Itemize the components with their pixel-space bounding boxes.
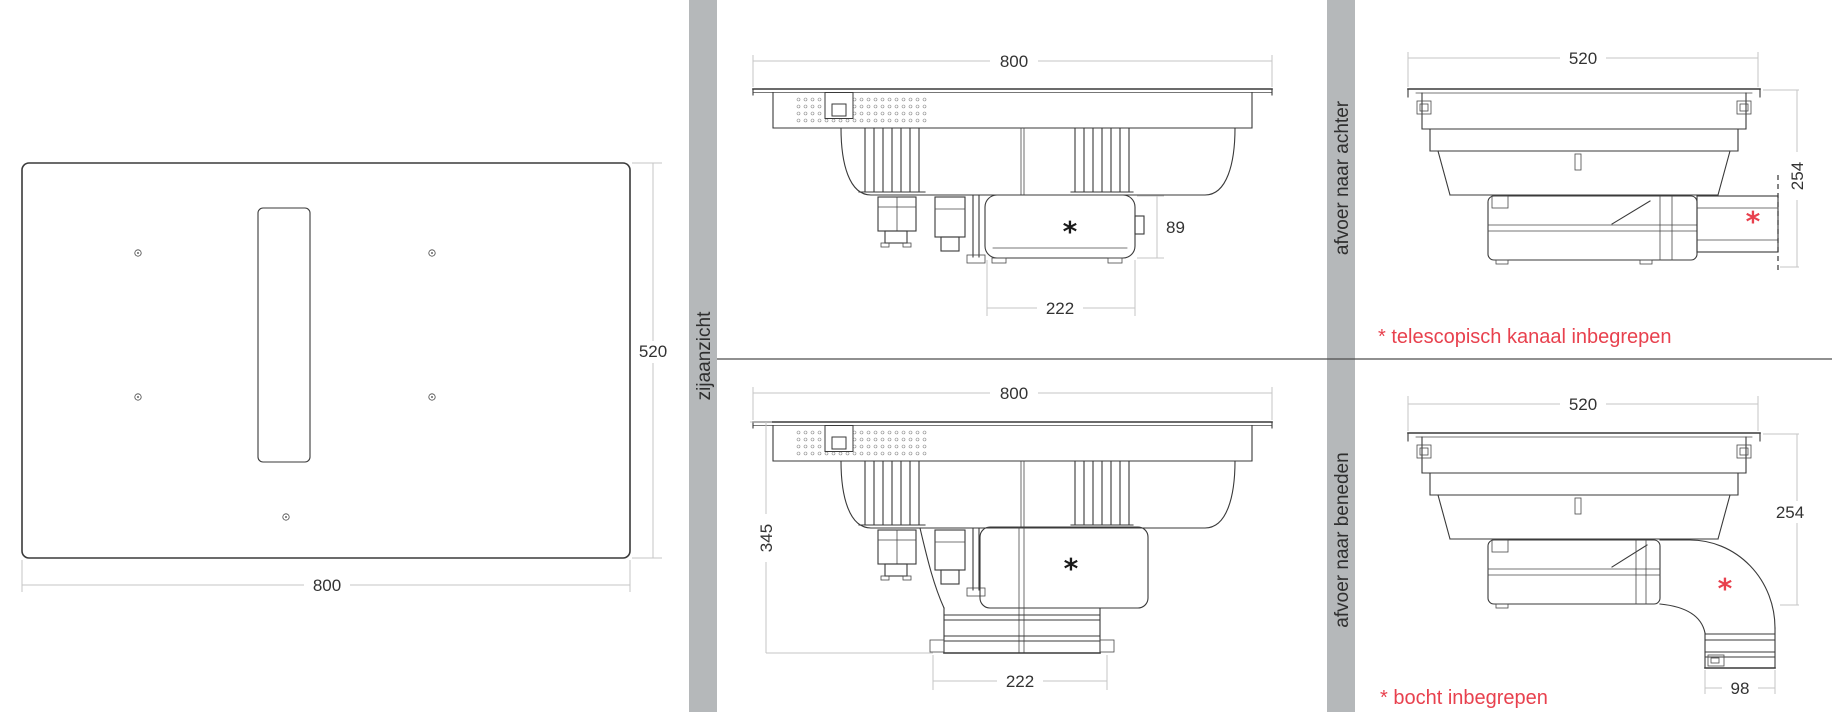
asterisk-marker: * [1064,552,1079,585]
duct-width-label: 222 [1046,299,1074,318]
section-label-down: afvoer naar beneden [1332,452,1353,627]
duct-height-label: 89 [1166,218,1185,237]
dimension-254-rear: 254 [1763,89,1809,268]
plenum-box [1487,539,1661,609]
down-width-label: 520 [1569,395,1597,414]
section-label-rear: afvoer naar achter [1332,100,1353,255]
total-height-label: 345 [757,524,776,552]
hob-side-profile [752,421,1273,597]
down-height-label: 254 [1776,503,1804,522]
plenum-box [1487,195,1698,265]
side-down-width-label: 800 [1000,384,1028,403]
dimension-800-side: 800 [752,50,1273,87]
hob-side-profile [752,88,1273,264]
blower-box [984,194,1145,264]
section-bar-exhaust [1327,0,1355,712]
side-rear-width-label: 800 [1000,52,1028,71]
telescopic-duct [1696,175,1779,272]
rear-height-label: 254 [1788,162,1807,190]
hob-front-profile [1407,432,1761,540]
rear-width-label: 520 [1569,49,1597,68]
dimension-520: 520 [632,162,669,559]
dimension-222-down: 222 [932,655,1108,692]
dimension-520-rear: 520 [1407,47,1759,87]
hob-front-profile [1407,88,1761,196]
dimension-800-down: 800 [752,382,1273,420]
outlet-width-label: 98 [1731,679,1750,698]
duct-width-label: 222 [1006,672,1034,691]
dimension-254-down: 254 [1763,433,1812,606]
section-label-side: zijaanzicht [694,311,715,400]
asterisk-marker-red: * [1718,572,1733,605]
top-view-drawing: 520 800 [21,162,669,596]
side-view-rear-drawing: * 800 89 222 [752,50,1273,319]
note-telescopic-duct: * telescopisch kanaal inbegrepen [1378,326,1672,348]
control-markers [134,249,436,521]
dimension-98: 98 [1704,670,1776,699]
top-view-width-label: 800 [313,576,341,595]
asterisk-marker: * [1063,215,1078,248]
rear-exhaust-drawing: * 520 254 * telescopisch kanaal inbegrep… [1378,47,1809,348]
asterisk-marker-red: * [1746,205,1761,238]
dimension-800: 800 [21,560,631,596]
dimension-222-rear: 222 [986,260,1136,319]
extractor-slot [257,207,311,463]
note-bend-included: * bocht inbegrepen [1380,687,1548,709]
dimension-89: 89 [1137,195,1185,259]
dimension-520-down: 520 [1407,393,1759,431]
dimension-345: 345 [750,421,933,654]
side-view-down-drawing: * 800 345 222 [750,382,1273,692]
top-view-height-label: 520 [639,342,667,361]
hob-outline [21,162,631,559]
section-bar-side [689,0,717,712]
down-duct [919,526,1149,654]
elbow-bend [1659,539,1776,669]
down-exhaust-drawing: * 520 254 98 * bocht inbegrepen [1380,393,1812,709]
